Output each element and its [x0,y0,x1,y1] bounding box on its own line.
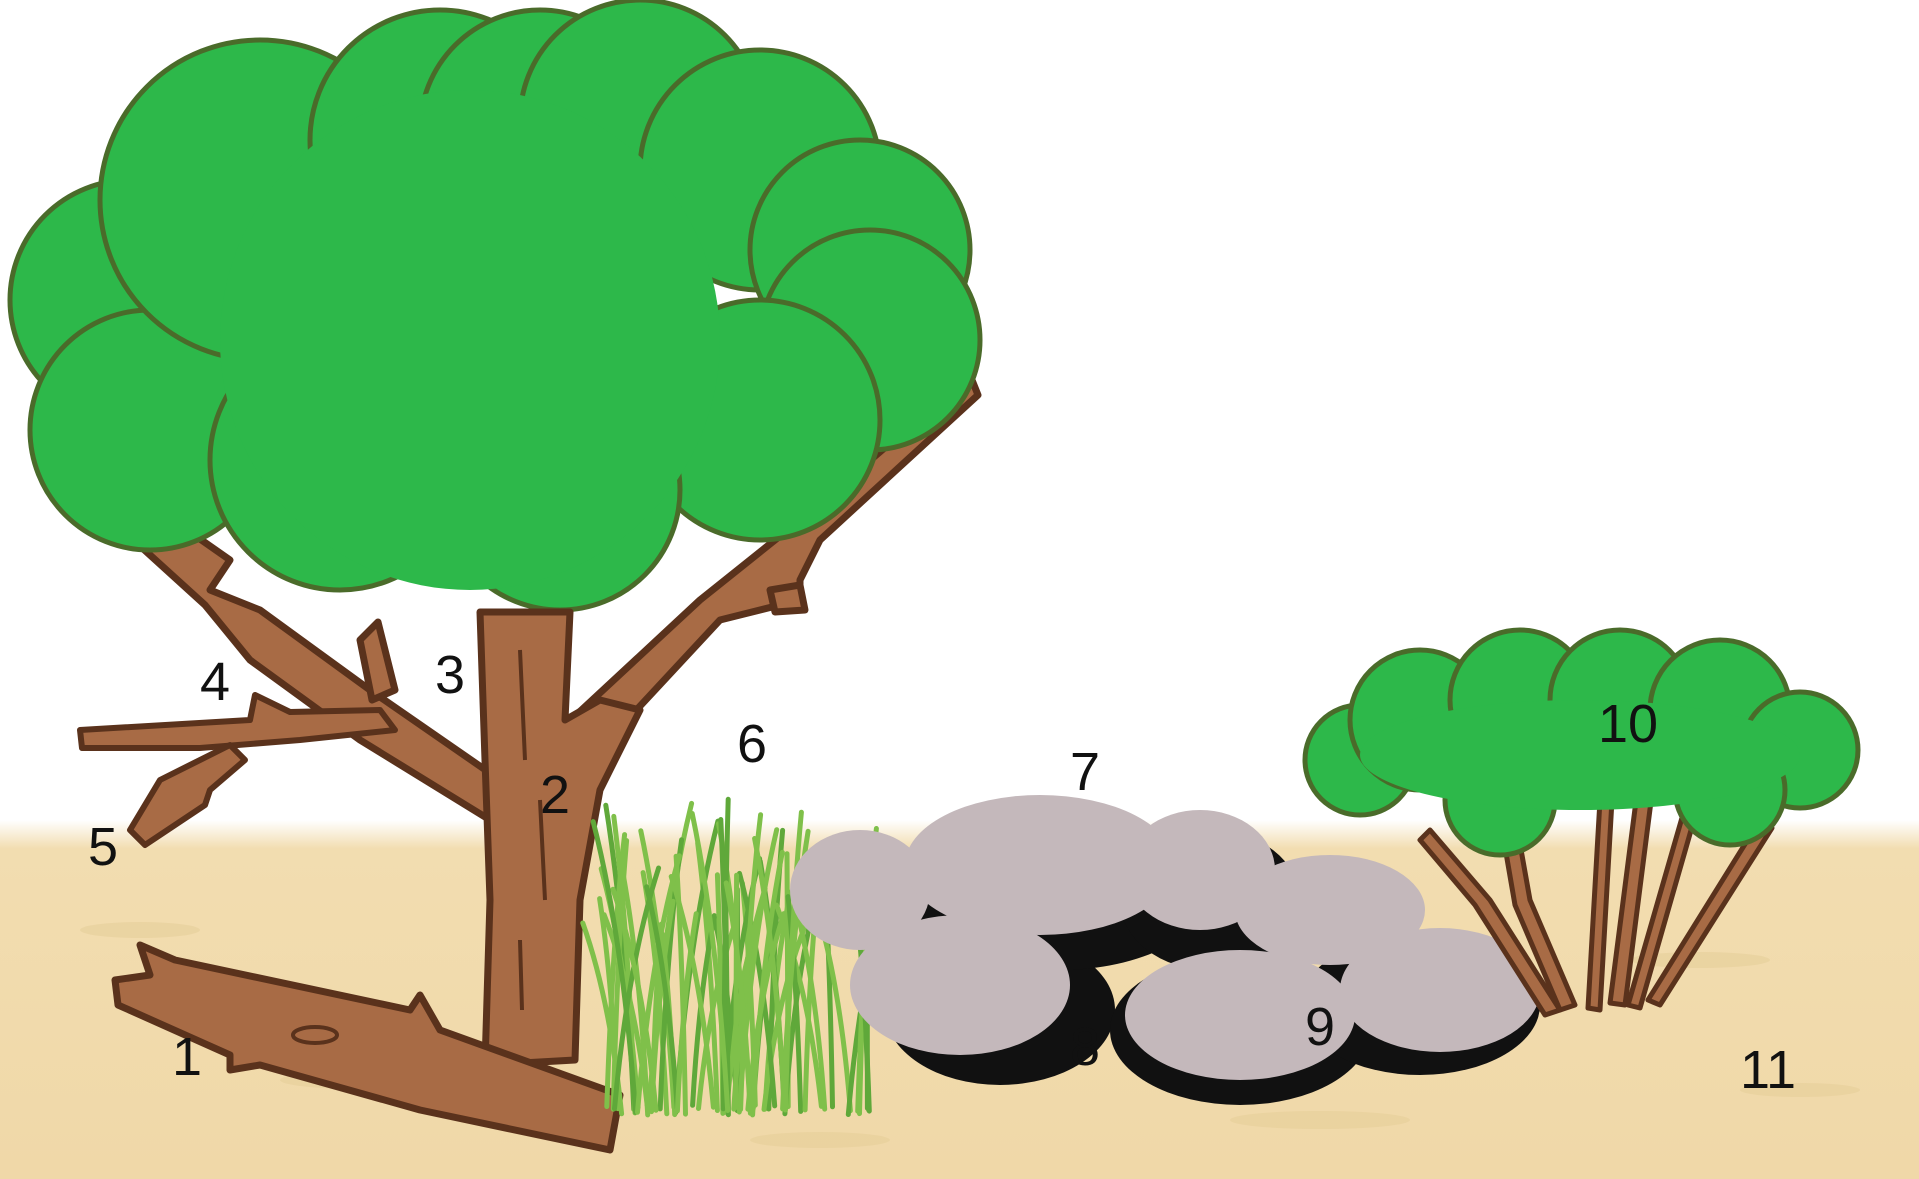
label-fallen-log: 1 [172,1027,202,1087]
label-dead-twig: 5 [88,817,118,877]
label-ground: 11 [1740,1040,1796,1100]
label-grass-clump: 6 [737,714,767,774]
label-branch-fork: 3 [435,645,465,705]
grass-blade [736,875,737,1107]
label-rock-right: 9 [1305,997,1335,1057]
label-rock-crevice: 8 [1070,1017,1100,1077]
label-dead-branch: 4 [200,652,230,712]
label-shrub: 10 [1598,694,1658,754]
rock-front-left [850,915,1070,1055]
label-rock-top: 7 [1070,742,1100,802]
label-tree-trunk: 2 [540,765,570,825]
